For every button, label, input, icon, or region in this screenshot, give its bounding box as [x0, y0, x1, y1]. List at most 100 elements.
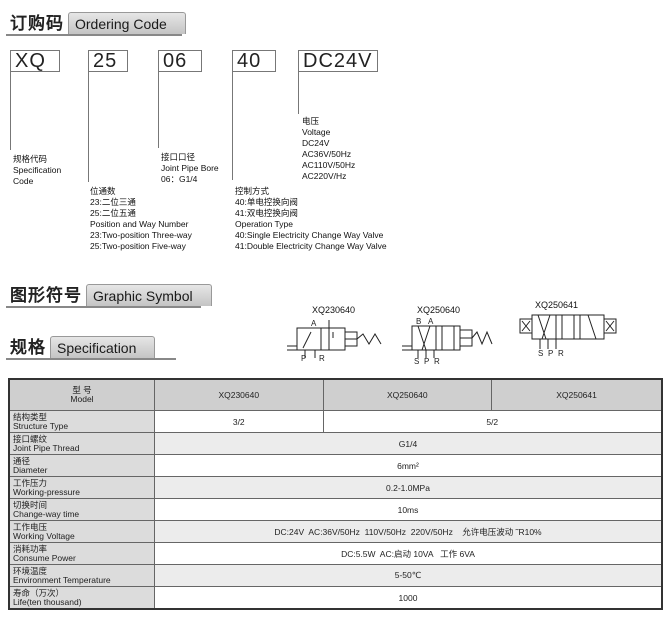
table-header-row: 型 号 Model XQ230640 XQ250640 XQ250641: [8, 378, 663, 411]
code-box-voltage: DC24V: [298, 50, 378, 72]
value-cell: 5/2: [322, 410, 663, 433]
row-label-en: Consume Power: [13, 552, 76, 563]
port-label: S: [538, 349, 543, 358]
port-label: P: [301, 354, 306, 363]
spec-code-line: 规格代码: [13, 154, 48, 164]
row-label: 通径 Diameter: [8, 454, 155, 477]
voltage-line: 电压: [302, 116, 320, 126]
row-label-en: Joint Pipe Thread: [13, 442, 80, 453]
specification-title-en: Specification: [50, 336, 156, 358]
valve-symbol-32-single: A P R: [287, 319, 382, 363]
leader-series: [10, 72, 11, 150]
bore-line: Joint Pipe Bore: [161, 163, 219, 173]
value-cell: 3/2: [154, 410, 324, 433]
control-line: 控制方式: [235, 186, 270, 196]
row-label: 消耗功率 Consume Power: [8, 542, 155, 565]
voltage-line: AC220V/Hz: [302, 171, 347, 181]
port-label: P: [548, 349, 553, 358]
row-label-cn: 环境温度: [13, 565, 48, 576]
row-label: 工作压力 Working-pressure: [8, 476, 155, 499]
valve-symbol-52-single: B A S P R: [402, 317, 493, 366]
spec-code-line: Specification: [13, 165, 62, 175]
voltage-line: AC110V/50Hz: [302, 160, 356, 170]
code-box-position: 25: [88, 50, 128, 72]
row-label-en: Environment Temperature: [13, 574, 111, 585]
table-row: 切换时间 Change-way time 10ms: [8, 498, 663, 521]
row-label: 寿命（万次） Life(ten thousand): [8, 586, 155, 610]
row-label-cn: 通径: [13, 455, 31, 466]
port-label: S: [414, 357, 419, 366]
row-label-en: Life(ten thousand): [13, 596, 82, 607]
valve-symbol-52-double: B A S P R: [519, 311, 617, 358]
graphic-symbol-rule: [6, 306, 201, 308]
voltage-line: AC36V/50Hz: [302, 149, 352, 159]
control-line: 40:单电控换向阀: [235, 197, 298, 207]
leader-voltage: [298, 72, 299, 114]
position-label: 位通数 23:二位三通 25:二位五通 Position and Way Num…: [90, 186, 192, 252]
specification-title-cn: 规格: [10, 338, 46, 357]
value-cell: 6mm²: [154, 454, 663, 477]
table-row: 工作电压 Working Voltage DC:24V AC:36V/50Hz …: [8, 520, 663, 543]
row-label-en: Model: [70, 394, 94, 404]
row-label: 环境温度 Environment Temperature: [8, 564, 155, 587]
specification-heading: 规格 Specification: [6, 332, 156, 358]
specification-rule: [6, 358, 176, 360]
row-label-en: Diameter: [13, 464, 48, 475]
ordering-code-heading: 订购码 Ordering Code: [6, 8, 186, 34]
row-label-en: Structure Type: [13, 420, 69, 431]
value-cell: DC:24V AC:36V/50Hz 110V/50Hz 220V/50Hz 允…: [154, 520, 663, 543]
port-label: A: [560, 311, 566, 312]
symbol-model-2: XQ250640: [417, 305, 461, 315]
bore-label: 接口口径 Joint Pipe Bore 06：G1/4: [161, 152, 219, 185]
ordering-code-rule: [6, 34, 182, 36]
port-label: B: [416, 317, 421, 326]
bore-line: 06：G1/4: [161, 174, 198, 184]
value-cell: 1000: [154, 586, 663, 610]
ordering-code-title-en: Ordering Code: [68, 12, 186, 34]
model-cell: XQ250640: [322, 378, 493, 411]
code-box-series: XQ: [10, 50, 60, 72]
port-label: R: [558, 349, 564, 358]
leader-position: [88, 72, 89, 182]
position-line: Position and Way Number: [90, 219, 189, 229]
leader-control: [232, 72, 233, 180]
port-label: B: [546, 311, 551, 312]
port-label: A: [428, 317, 434, 326]
control-line: 41:Double Electricity Change Way Valve: [235, 241, 387, 251]
voltage-line: DC24V: [302, 138, 330, 148]
symbol-model-3: XQ250641: [535, 300, 579, 310]
position-line: 位通数: [90, 186, 116, 196]
row-label: 接口螺纹 Joint Pipe Thread: [8, 432, 155, 455]
port-label: R: [434, 357, 440, 366]
voltage-line: Voltage: [302, 127, 331, 137]
value-cell: DC:5.5W AC:启动 10VA 工作 6VA: [154, 542, 663, 565]
table-row: 消耗功率 Consume Power DC:5.5W AC:启动 10VA 工作…: [8, 542, 663, 565]
position-line: 25:二位五通: [90, 208, 136, 218]
row-label-cn: 消耗功率: [13, 543, 48, 554]
header-model-cell: 型 号 Model: [8, 378, 155, 411]
row-label: 切换时间 Change-way time: [8, 498, 155, 521]
graphic-symbol-heading: 图形符号 Graphic Symbol: [6, 280, 212, 306]
control-line: 40:Single Electricity Change Way Valve: [235, 230, 384, 240]
graphic-symbol-title-en: Graphic Symbol: [86, 284, 212, 306]
voltage-label: 电压 Voltage DC24V AC36V/50Hz AC110V/50Hz …: [302, 116, 355, 182]
symbol-model-1: XQ230640: [312, 305, 356, 315]
code-box-bore: 06: [158, 50, 202, 72]
position-line: 25:Two-position Five-way: [90, 241, 186, 251]
model-cell: XQ250641: [491, 378, 663, 411]
control-line: Operation Type: [235, 219, 293, 229]
value-cell: G1/4: [154, 432, 663, 455]
table-row: 接口螺纹 Joint Pipe Thread G1/4: [8, 432, 663, 455]
port-label: P: [424, 357, 429, 366]
port-label: A: [311, 319, 317, 328]
row-label-cn: 结构类型: [13, 411, 48, 422]
value-cell: 5-50℃: [154, 564, 663, 587]
position-line: 23:二位三通: [90, 197, 136, 207]
position-line: 23:Two-position Three-way: [90, 230, 192, 240]
row-label-cn: 接口螺纹: [13, 433, 48, 444]
specification-table: 型 号 Model XQ230640 XQ250640 XQ250641 结构类…: [8, 378, 663, 610]
leader-bore: [158, 72, 159, 148]
row-label-en: Change-way time: [13, 508, 80, 519]
row-label-en: Working Voltage: [13, 530, 75, 541]
spec-code-line: Code: [13, 176, 34, 186]
